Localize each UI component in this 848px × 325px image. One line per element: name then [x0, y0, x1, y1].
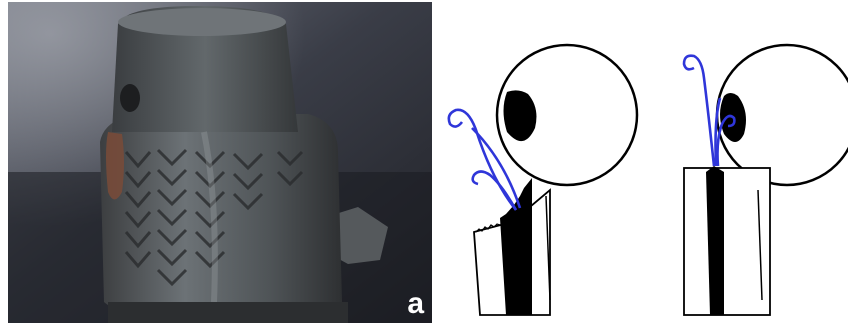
- panel-label-a: a: [407, 289, 424, 319]
- figurine-body: [100, 114, 342, 323]
- figurine-photo-image: [8, 2, 432, 323]
- breath-diagrams-svg: [432, 0, 848, 325]
- rust-patch: [106, 132, 124, 200]
- figurine-head-top: [118, 8, 286, 36]
- diagram-right: [684, 45, 848, 315]
- diagram-left: [449, 45, 637, 315]
- body-outline-right: [684, 168, 770, 315]
- breath-diagrams: [432, 0, 848, 325]
- figurine-photo: a: [8, 2, 432, 323]
- figurine-eye: [120, 84, 140, 112]
